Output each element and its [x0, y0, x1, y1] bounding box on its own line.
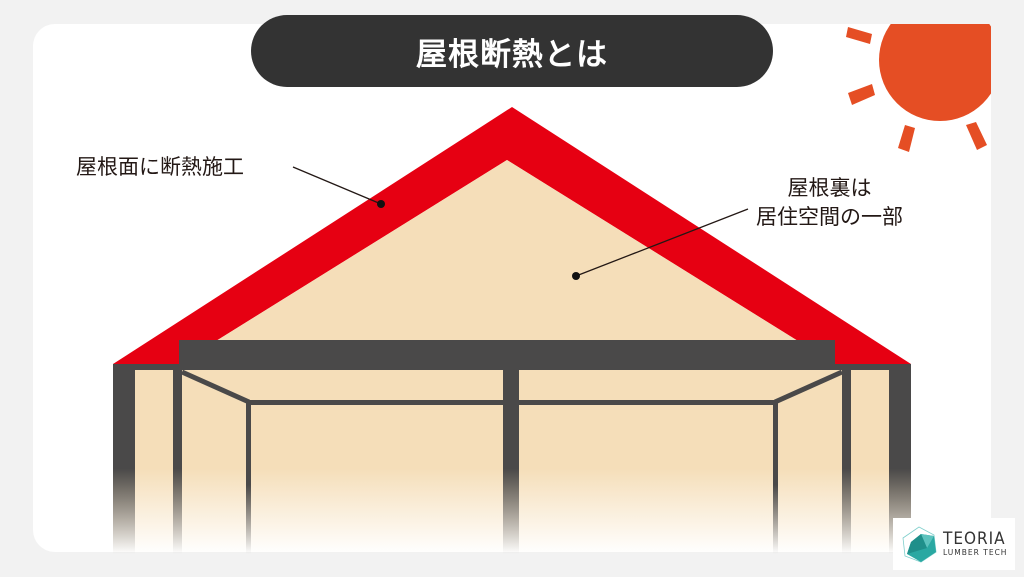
left-outer-wall [113, 364, 135, 554]
attic-space [179, 160, 835, 364]
roof-leader-dot [377, 200, 385, 208]
teoria-logo-icon [902, 526, 937, 563]
attic-label-line1: 屋根裏は [787, 176, 872, 200]
back-right-post [773, 400, 778, 554]
back-left-post [246, 400, 251, 554]
logo-sub: LUMBER TECH [943, 548, 1008, 557]
attic-label-line2: 居住空間の一部 [756, 205, 903, 229]
page-title: 屋根断熱とは [416, 36, 608, 73]
attic-leader-line [575, 208, 749, 277]
back-wall-top [246, 400, 778, 405]
teoria-logo: TEORIA LUMBER TECH [893, 518, 1015, 570]
title-banner: 屋根断熱とは [251, 15, 773, 87]
left-inner-post [173, 364, 182, 554]
attic-label: 屋根裏は 居住空間の一部 [756, 174, 903, 232]
roof-surface-label: 屋根面に断熱施工 [76, 155, 244, 179]
roof-leader-line [292, 166, 382, 205]
sun-icon [846, 24, 991, 152]
attic-leader-dot [572, 272, 580, 280]
logo-name: TEORIA [943, 529, 1006, 549]
right-outer-wall [889, 364, 911, 554]
roof-insulation-layer [113, 107, 911, 364]
right-inner-post [842, 364, 851, 554]
center-post [503, 364, 519, 554]
